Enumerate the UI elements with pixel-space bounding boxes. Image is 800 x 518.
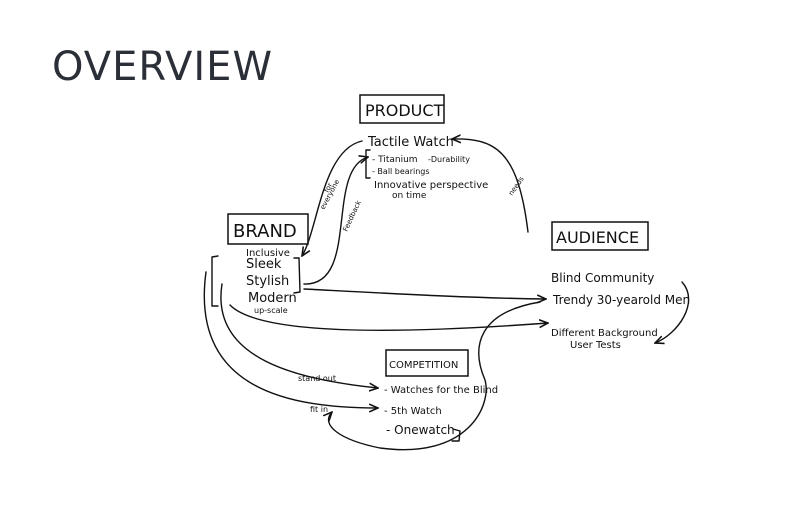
competition-box: [385, 349, 469, 377]
edge-brand-to-different: [229, 304, 548, 332]
page-title: OVERVIEW: [52, 44, 274, 90]
product-item-innovative: Innovative perspective: [374, 180, 488, 191]
edges: [203, 139, 690, 451]
product-item-on-time: on time: [392, 191, 427, 201]
edge-label-feedback: Feedback: [342, 198, 364, 232]
competition-label: COMPETITION: [389, 360, 458, 371]
brand-item-stylish: Stylish: [246, 274, 289, 289]
edge-brand-to-product: [303, 157, 368, 285]
competition-node: COMPETITION - Watches for the Blind - 5t…: [384, 349, 498, 442]
edge-label-stand-out: stand out: [298, 374, 336, 383]
brand-node: BRAND Inclusive Sleek Stylish Modern up-…: [211, 213, 309, 315]
brand-item-upscale: up-scale: [254, 306, 288, 315]
product-bracket: [365, 149, 371, 179]
audience-label: AUDIENCE: [556, 228, 639, 247]
brand-bracket-right: [293, 257, 301, 294]
audience-item-blind-community: Blind Community: [551, 271, 654, 285]
product-item-durability: -Durability: [428, 155, 470, 164]
product-box: [359, 94, 445, 124]
edge-product-to-brand: [302, 140, 363, 256]
competition-item-onewatch: - Onewatch: [386, 423, 455, 437]
edge-trendy-loop-to-onewatch: [329, 301, 541, 451]
brand-box: [227, 213, 309, 245]
edge-label-fit-in: fit in: [310, 405, 328, 414]
audience-node: AUDIENCE Blind Community Trendy 30-yearo…: [551, 221, 690, 351]
edge-audience-to-product: [452, 139, 529, 233]
brand-item-sleek: Sleek: [246, 257, 282, 272]
edge-blind-to-different: [655, 281, 690, 343]
brand-item-inclusive: Inclusive: [246, 248, 290, 259]
product-item-ball-bearings: - Ball bearings: [372, 167, 430, 176]
edge-brand-to-watches-blind: [220, 283, 378, 388]
edge-brand-to-5th-watch: [203, 271, 378, 408]
brand-bracket-left: [211, 255, 219, 307]
product-label: PRODUCT: [365, 101, 444, 120]
edge-label-needs: needs: [507, 175, 526, 197]
product-item-tactile-watch: Tactile Watch: [367, 135, 454, 150]
edge-brand-to-trendy: [303, 288, 546, 299]
product-item-titanium: - Titanium: [372, 155, 418, 165]
audience-item-different-background: Different Background: [551, 328, 658, 339]
audience-box: [551, 221, 649, 251]
competition-bracket: [451, 428, 461, 442]
brand-item-modern: Modern: [248, 291, 297, 306]
audience-item-user-tests: User Tests: [570, 340, 621, 351]
product-node: PRODUCT Tactile Watch - Titanium -Durabi…: [359, 94, 488, 201]
competition-item-5th-watch: - 5th Watch: [384, 406, 442, 417]
competition-item-watches-blind: - Watches for the Blind: [384, 385, 498, 396]
brand-label: BRAND: [233, 221, 297, 242]
edge-label-for: for: [323, 182, 335, 194]
audience-item-trendy-men: Trendy 30-yearold Men: [552, 293, 690, 307]
